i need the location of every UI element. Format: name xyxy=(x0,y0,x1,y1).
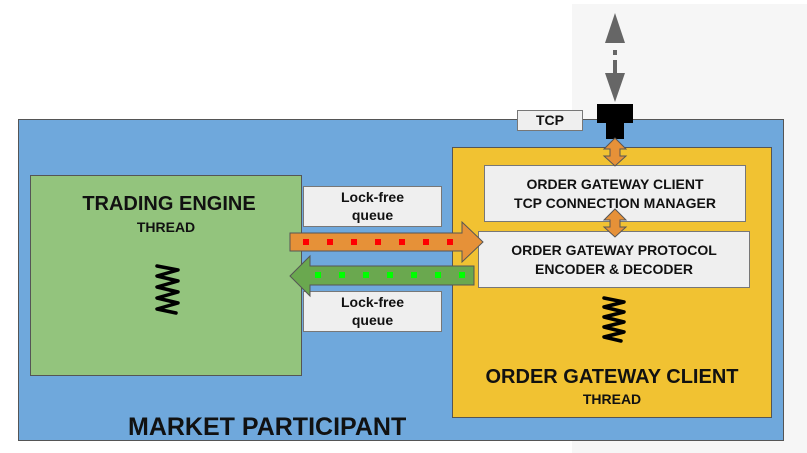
tcp-label-box xyxy=(517,110,583,131)
inbound-message-dots xyxy=(315,272,465,278)
tcp-manager-line2: TCP CONNECTION MANAGER xyxy=(514,195,716,211)
gateway-thread-spring-icon xyxy=(602,296,626,343)
queue-top-line1: Lock-free xyxy=(340,189,405,205)
inbound-queue-arrow xyxy=(289,254,475,298)
tcp-socket-connector-icon xyxy=(597,104,633,139)
network-up-arrow-icon xyxy=(605,13,625,43)
socket-manager-double-arrow xyxy=(602,137,628,167)
tcp-manager-line1: ORDER GATEWAY CLIENT xyxy=(526,176,704,192)
market-participant-label: MARKET PARTICIPANT xyxy=(128,413,407,441)
outbound-message-dots xyxy=(303,239,453,245)
tcp-label: TCP xyxy=(536,112,564,128)
network-link xyxy=(605,13,625,102)
trading-engine-title: TRADING ENGINE xyxy=(82,193,256,215)
queue-top-box xyxy=(303,186,442,227)
trading-engine-subtitle: THREAD xyxy=(136,219,196,235)
trading-engine-thread-spring-icon xyxy=(155,264,180,315)
queue-bottom-line1: Lock-free xyxy=(340,294,405,310)
network-down-arrow-icon xyxy=(605,73,625,102)
order-gateway-client-subtitle: THREAD xyxy=(582,391,642,407)
queue-bottom-line2: queue xyxy=(351,312,394,328)
manager-protocol-double-arrow xyxy=(602,208,628,238)
protocol-line1: ORDER GATEWAY PROTOCOL xyxy=(511,242,717,258)
queue-top-line2: queue xyxy=(351,207,394,223)
order-gateway-client-title: ORDER GATEWAY CLIENT xyxy=(485,366,739,388)
queue-bottom-box xyxy=(303,291,442,332)
outbound-queue-arrow xyxy=(289,220,484,264)
protocol-line2: ENCODER & DECODER xyxy=(535,261,693,277)
